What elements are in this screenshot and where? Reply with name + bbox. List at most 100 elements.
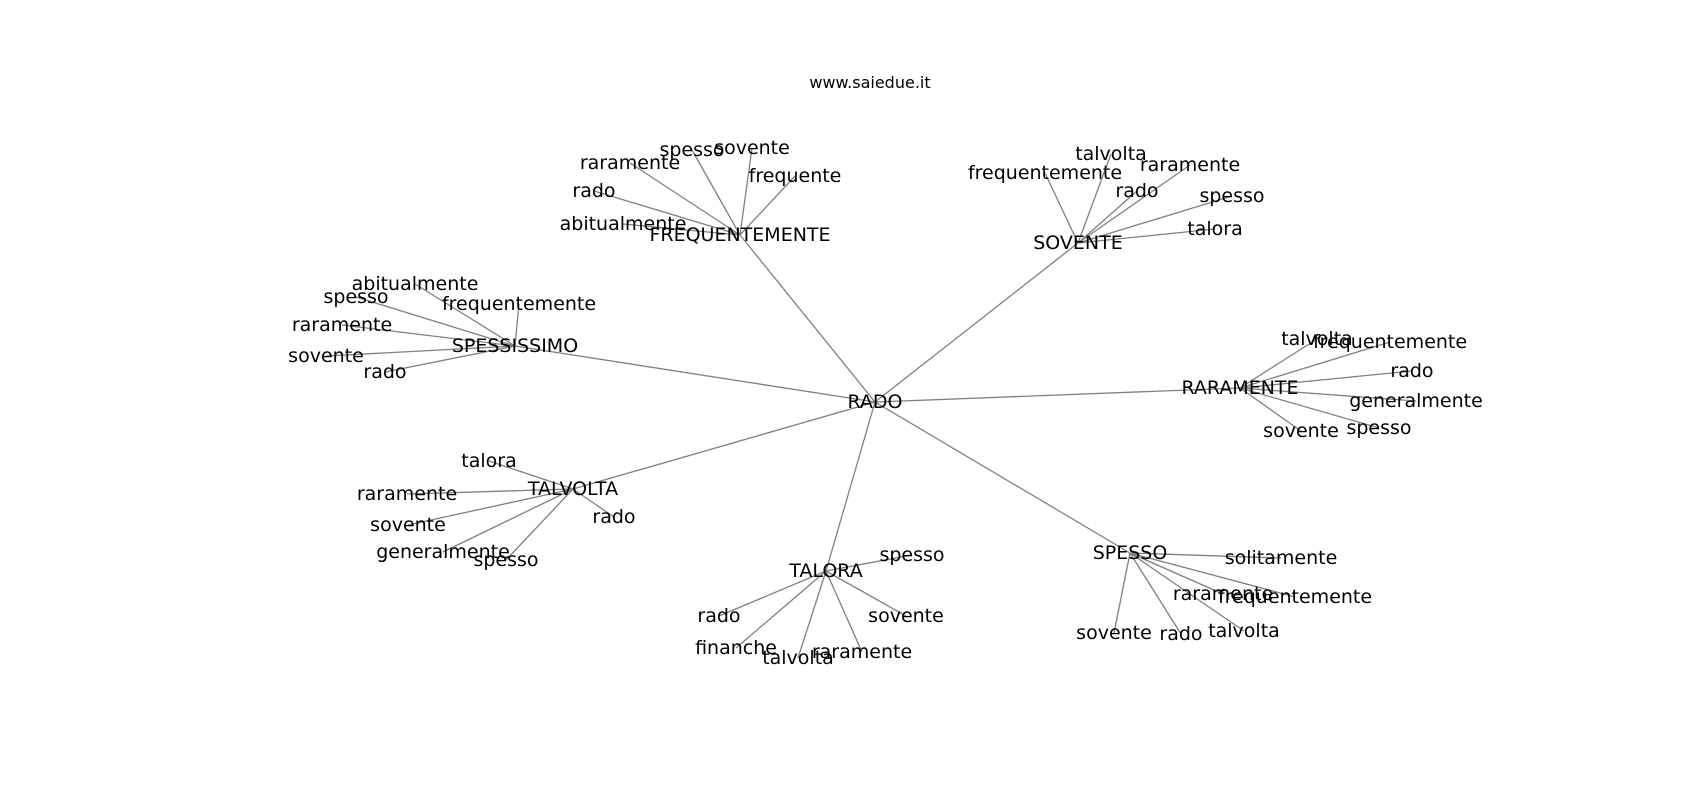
edge-talvolta-generalmente (442, 488, 574, 553)
edge-talora-spesso (825, 554, 913, 572)
edge-frequentemente-spesso (691, 149, 741, 236)
edge-spessissimo-raramente (341, 324, 516, 347)
leaf-node-label: frequentemente (1313, 331, 1467, 353)
center-node-label: RADO (847, 391, 902, 413)
hub-node-label: TALVOLTA (527, 478, 618, 500)
leaf-node-label: sovente (288, 345, 364, 367)
edge-spesso-solitamente (1129, 552, 1282, 559)
edge-talvolta-rado (572, 488, 615, 518)
edge-center-talora (825, 401, 876, 572)
edge-talora-talvolta (797, 570, 827, 659)
edge-spesso-frequentemente (1129, 552, 1296, 598)
leaf-node-label: rado (363, 361, 406, 383)
edge-center-raramente (874, 387, 1241, 403)
edge-frequentemente-frequente (739, 175, 796, 236)
leaf-node-label: sovente (714, 137, 790, 159)
edge-talora-rado (718, 570, 827, 617)
leaf-node-label: rado (592, 506, 635, 528)
leaf-node-label: abitualmente (352, 273, 479, 295)
leaf-node-label: raramente (1173, 583, 1273, 605)
edge-spesso-raramente (1129, 552, 1224, 595)
edge-talvolta-spesso (505, 488, 574, 561)
edge-spessissimo-sovente (325, 345, 516, 357)
leaf-node-label: spesso (473, 549, 538, 571)
edge-raramente-spesso (1239, 387, 1380, 429)
leaf-node-label: raramente (357, 483, 457, 505)
leaf-node-label: frequente (749, 165, 842, 187)
leaf-node-label: rado (572, 180, 615, 202)
edge-talvolta-talora (488, 460, 574, 490)
leaf-node-label: abitualmente (560, 213, 687, 235)
leaf-node-label: spesso (659, 139, 724, 161)
leaf-node-label: frequentemente (1218, 586, 1372, 608)
leaf-node-label: rado (1390, 360, 1433, 382)
leaf-node-label: spesso (1199, 185, 1264, 207)
hub-node-label: SPESSO (1093, 542, 1168, 564)
leaf-node-label: rado (1159, 623, 1202, 645)
edge-sovente-spesso (1077, 195, 1233, 244)
leaf-node-label: sovente (370, 514, 446, 536)
edge-spessissimo-frequentemente (514, 303, 520, 347)
leaf-node-label: solitamente (1225, 547, 1338, 569)
leaf-node-label: spesso (1346, 417, 1411, 439)
labels: raramentespessosoventefrequenteradoabitu… (288, 137, 1483, 669)
site-label: www.saiedue.it (809, 73, 930, 92)
edge-spessissimo-abitualmente (414, 283, 516, 347)
leaf-node-label: raramente (580, 152, 680, 174)
edge-talora-finanche (735, 570, 827, 649)
edge-center-spesso (874, 401, 1131, 554)
edge-frequentemente-raramente (629, 162, 741, 236)
edge-talora-sovente (825, 570, 907, 617)
hub-node-label: RARAMENTE (1181, 377, 1298, 399)
leaf-node-label: generalmente (376, 541, 510, 563)
edge-spesso-rado (1129, 552, 1182, 635)
edge-spessissimo-spesso (355, 296, 516, 347)
leaf-node-label: talvolta (1075, 143, 1147, 165)
leaf-node-label: rado (697, 605, 740, 627)
edge-raramente-frequentemente (1239, 341, 1391, 389)
leaf-node-label: raramente (812, 641, 912, 663)
leaf-node-label: talvolta (1281, 328, 1353, 350)
edge-frequentemente-abitualmente (622, 223, 741, 236)
hub-node-label: SPESSISSIMO (452, 335, 578, 357)
edge-sovente-rado (1077, 190, 1138, 244)
edge-center-spessissimo (514, 345, 876, 403)
edge-frequentemente-sovente (739, 147, 753, 236)
leaf-node-label: raramente (1140, 154, 1240, 176)
edge-talvolta-raramente (406, 488, 574, 495)
edge-center-talvolta (572, 401, 876, 490)
edge-spesso-talvolta (1129, 552, 1245, 632)
leaf-node-label: frequentemente (968, 162, 1122, 184)
edge-sovente-frequentemente (1044, 172, 1079, 244)
leaf-node-label: talvolta (1208, 620, 1280, 642)
leaf-node-label: talvolta (762, 647, 834, 669)
hub-node-label: SOVENTE (1033, 232, 1123, 254)
edge-raramente-sovente (1239, 387, 1302, 432)
leaf-node-label: sovente (1263, 420, 1339, 442)
edge-sovente-raramente (1077, 164, 1191, 244)
edge-frequentemente-rado (593, 190, 741, 236)
leaf-node-label: spesso (879, 544, 944, 566)
edges (325, 147, 1417, 659)
edge-talora-raramente (825, 570, 863, 653)
leaf-node-label: sovente (868, 605, 944, 627)
leaf-node-label: raramente (292, 314, 392, 336)
edge-raramente-rado (1239, 370, 1413, 389)
edge-talvolta-sovente (407, 488, 574, 526)
edge-center-frequentemente (739, 234, 876, 403)
leaf-node-label: spesso (323, 286, 388, 308)
leaf-node-label: generalmente (1349, 390, 1483, 412)
leaf-node-label: sovente (1076, 622, 1152, 644)
edge-center-sovente (874, 242, 1079, 403)
leaf-node-label: rado (1115, 180, 1158, 202)
edge-spessissimo-rado (384, 345, 516, 373)
edge-sovente-talora (1077, 228, 1216, 244)
leaf-node-label: frequentemente (442, 293, 596, 315)
leaf-node-label: talora (461, 450, 516, 472)
leaf-node-label: talora (1187, 218, 1242, 240)
leaf-node-label: finanche (695, 637, 777, 659)
hub-node-label: TALORA (788, 560, 862, 582)
edge-raramente-generalmente (1239, 387, 1417, 402)
hub-node-label: FREQUENTEMENTE (649, 224, 830, 246)
